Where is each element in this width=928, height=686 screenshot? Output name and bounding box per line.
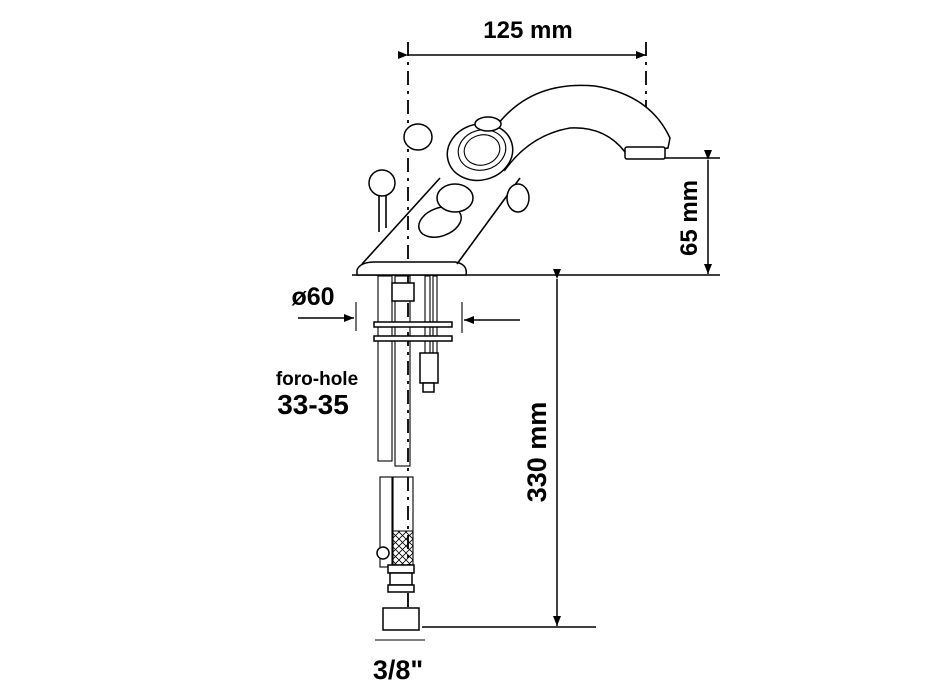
height-dimension: 65 mm <box>640 150 720 274</box>
handle-knob-icon <box>403 123 433 151</box>
diameter-label: ø60 <box>291 283 334 311</box>
depth-label: 330 mm <box>522 402 552 503</box>
faucet-body <box>356 84 671 276</box>
height-label: 65 mm <box>676 180 703 256</box>
diameter-dimension: ø60 <box>291 283 520 333</box>
under-deck-assembly <box>373 275 453 641</box>
reach-label: 125 mm <box>483 17 572 44</box>
depth-dimension: 330 mm <box>422 269 596 628</box>
popup-knob-icon <box>368 169 396 197</box>
hole-label: foro-hole <box>276 369 358 390</box>
hole-size: 33-35 <box>277 389 349 420</box>
connection-label: 3/8" <box>373 655 423 685</box>
